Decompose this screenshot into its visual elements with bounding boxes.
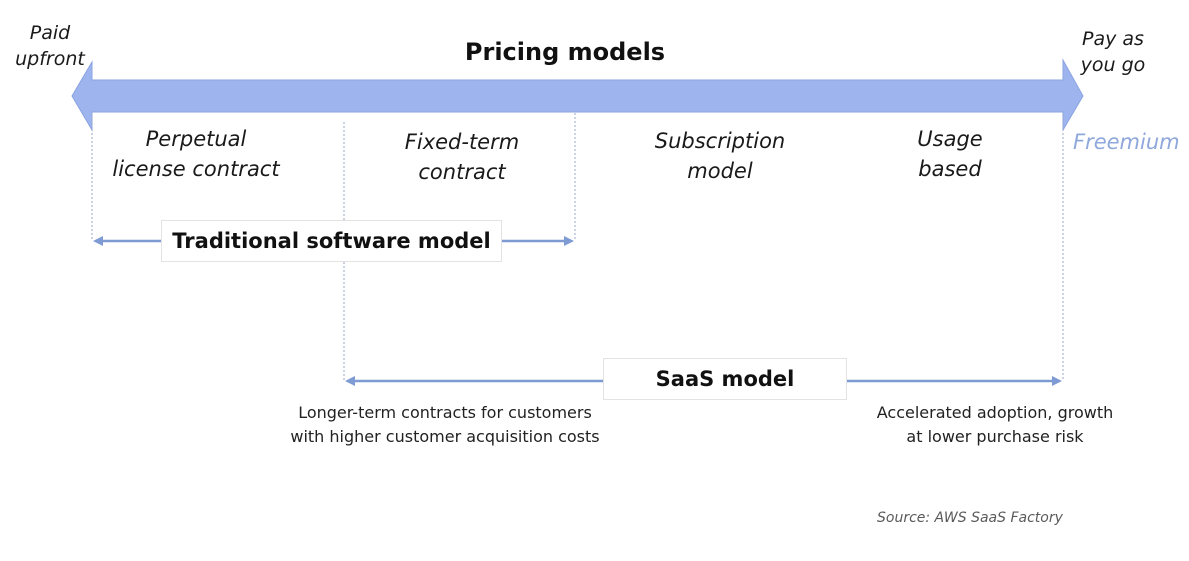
left-note: Longer-term contracts for customers with… [290,403,600,446]
model-label-subscription: Subscription model [654,129,786,183]
pricing-spectrum-arrow [71,58,1084,132]
right-end-label: Pay as you go [1080,28,1146,76]
saas-model-label: SaaS model [603,358,847,400]
left-end-label: Paid upfront [15,22,85,70]
traditional-software-model-label: Traditional software model [161,220,502,262]
model-label-perpetual: Perpetual license contract [112,127,280,181]
diagram-title: Pricing models [464,38,666,66]
right-note: Accelerated adoption, growth at lower pu… [876,403,1114,446]
model-label-usage-based: Usage based [917,127,983,181]
freemium-label: Freemium [1073,130,1180,154]
source-note: Source: AWS SaaS Factory [877,510,1063,526]
model-label-fixed-term: Fixed-term contract [404,130,520,184]
